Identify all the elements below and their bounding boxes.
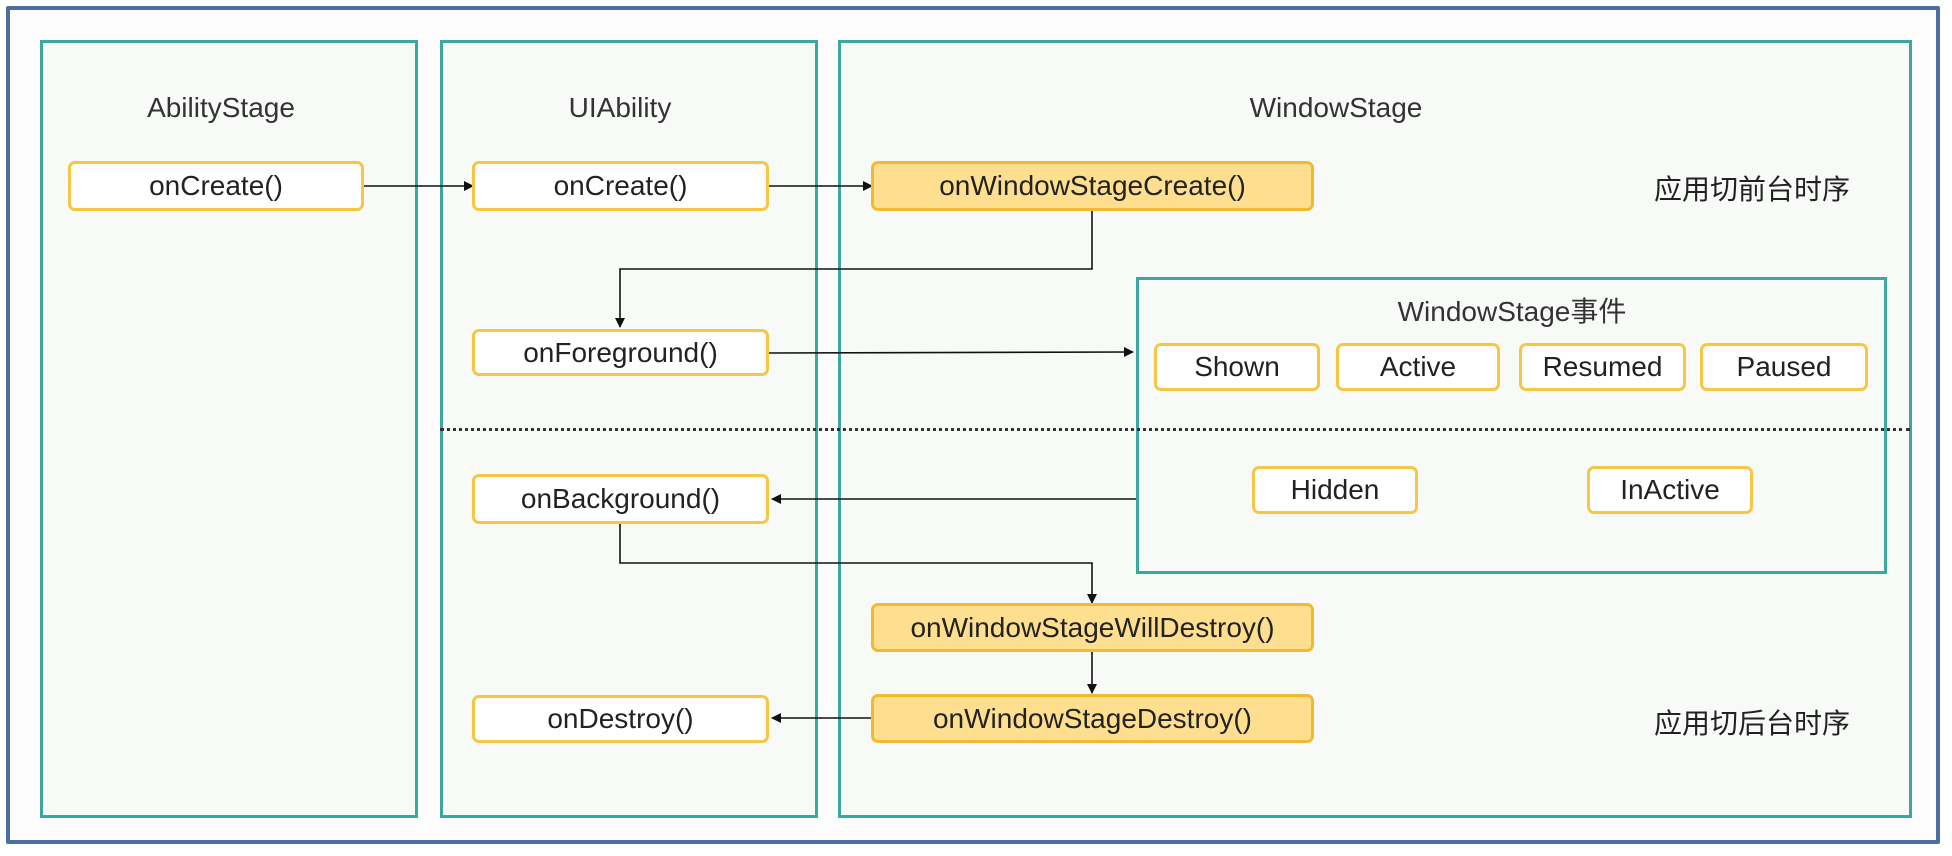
- ability-stage-title: AbilityStage: [147, 92, 295, 123]
- window-stage-events-panel: [1136, 277, 1887, 574]
- event-active-chip: Active: [1336, 343, 1500, 391]
- event-resumed-chip: Resumed: [1519, 343, 1686, 391]
- window-stage-title: WindowStage: [1249, 92, 1423, 123]
- ability-stage-on-create-node: onCreate(): [68, 161, 364, 211]
- on-foreground-node: onForeground(): [472, 329, 769, 376]
- window-stage-events-title: WindowStage事件: [1397, 296, 1627, 327]
- background-sequence-note: 应用切后台时序: [1654, 707, 1851, 740]
- on-window-stage-create-node: onWindowStageCreate(): [871, 161, 1314, 211]
- ui-ability-on-create-node: onCreate(): [472, 161, 769, 211]
- foreground-sequence-note: 应用切前台时序: [1654, 173, 1851, 206]
- ability-stage-column: [40, 40, 418, 818]
- event-shown-chip: Shown: [1154, 343, 1320, 391]
- event-paused-chip: Paused: [1700, 343, 1868, 391]
- foreground-background-divider: [440, 428, 1910, 431]
- on-destroy-node: onDestroy(): [472, 695, 769, 743]
- event-inactive-chip: InActive: [1587, 466, 1753, 514]
- event-hidden-chip: Hidden: [1252, 466, 1418, 514]
- ui-ability-title: UIAbility: [568, 92, 672, 123]
- on-background-node: onBackground(): [472, 474, 769, 524]
- on-window-stage-will-destroy-node: onWindowStageWillDestroy(): [871, 603, 1314, 652]
- on-window-stage-destroy-node: onWindowStageDestroy(): [871, 694, 1314, 743]
